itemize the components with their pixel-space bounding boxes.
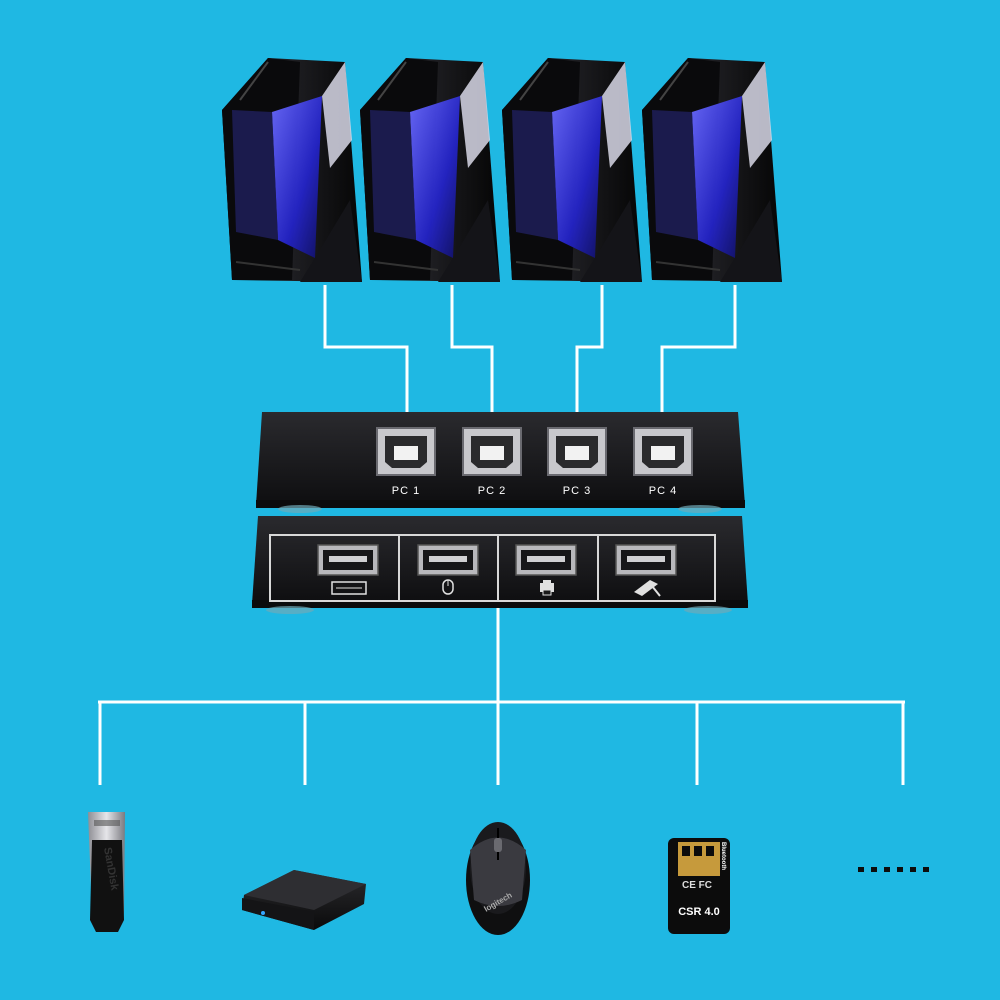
usb-b-port-pc1 [376, 427, 436, 476]
port-label-pc2: PC 2 [478, 485, 506, 497]
connector-pc1 [323, 285, 409, 430]
pc-tower-1 [222, 58, 362, 282]
connector-pc3 [575, 285, 604, 430]
port-label-pc3: PC 3 [563, 485, 591, 497]
bt-label: Bluetooth [720, 842, 726, 870]
pc-tower-3 [502, 58, 642, 282]
pc-tower-2 [360, 58, 500, 282]
wireless-mouse: logitech [466, 822, 530, 935]
bluetooth-adapter: CE FC Bluetooth CSR 4.0 [668, 838, 730, 934]
pc-tower-4 [642, 58, 782, 282]
connector-pc4 [660, 285, 737, 430]
usb-a-port-3 [515, 544, 577, 576]
usb-b-port-pc4 [633, 427, 693, 476]
switch-back-panel: PC 1 PC 2 PC 3 PC 4 [256, 412, 745, 513]
display-icon [331, 581, 367, 595]
switch-front-panel [252, 516, 748, 614]
computer-towers [222, 58, 782, 282]
printer-icon [540, 580, 554, 596]
bt-model-text: CSR 4.0 [678, 906, 720, 918]
port-label-pc1: PC 1 [392, 485, 420, 497]
usb-a-port-1 [317, 544, 379, 576]
connector-pc2 [450, 285, 494, 430]
usb-b-port-pc3 [547, 427, 607, 476]
scanner-icon [634, 580, 661, 597]
bt-cert-text: CE FC [682, 880, 712, 891]
external-hard-drive [242, 870, 366, 930]
device-connector-lines [98, 598, 905, 785]
more-devices-ellipsis-icon [858, 867, 929, 872]
port-label-pc4: PC 4 [649, 485, 677, 497]
usb-b-port-pc2 [462, 427, 522, 476]
usb-a-port-2 [417, 544, 479, 576]
mouse-icon [442, 579, 454, 595]
tower-connector-lines [323, 285, 737, 430]
usb-a-port-4 [615, 544, 677, 576]
usb-flash-drive: SanDisk [88, 812, 125, 932]
